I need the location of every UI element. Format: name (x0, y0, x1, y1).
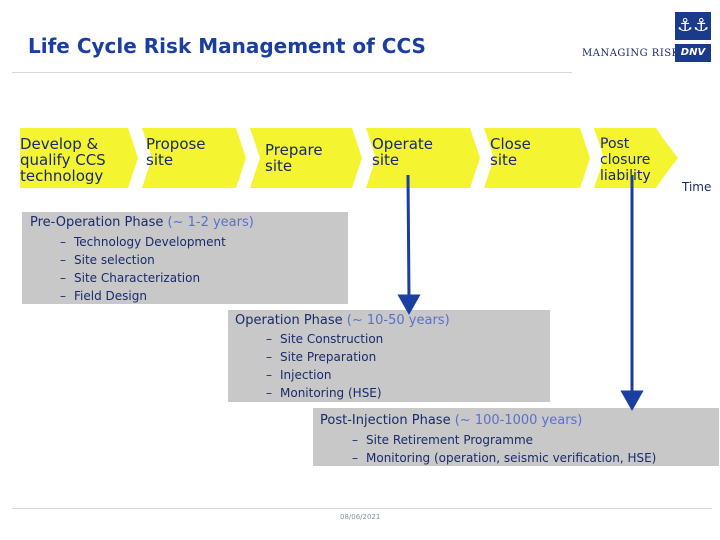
list-item: –Field Design (60, 287, 226, 305)
list-item-text: Monitoring (HSE) (280, 386, 382, 400)
anchor-logo-icon: ⚓⚓ (675, 12, 711, 40)
step-label: Develop & qualify CCS technology (20, 135, 106, 185)
phase-duration: (~ 10-50 years) (346, 313, 450, 328)
time-axis-label: Time (682, 180, 712, 194)
list-item: –Site Retirement Programme (352, 431, 656, 449)
lifecycle-flow-band (20, 128, 677, 188)
list-item-text: Injection (280, 368, 332, 382)
list-item: –Site Construction (266, 330, 383, 348)
post-closure-arrow-head (620, 390, 644, 412)
chevron-separator (352, 128, 376, 188)
pre-operation-items: –Technology Development –Site selection … (60, 233, 226, 305)
list-item-text: Monitoring (operation, seismic verificat… (366, 451, 657, 465)
chevron-separator (470, 128, 494, 188)
flow-chevron-separators (128, 128, 720, 188)
step-label: Propose site (146, 135, 206, 169)
phase-name: Post-Injection Phase (320, 413, 451, 428)
list-item-text: Site selection (74, 253, 155, 267)
list-item: –Injection (266, 366, 383, 384)
pre-operation-phase-box (22, 212, 348, 304)
step-develop-qualify: Develop & qualify CCS technology (20, 136, 106, 184)
pre-operation-phase-title: Pre-Operation Phase (~ 1-2 years) (30, 215, 254, 230)
list-item: –Monitoring (operation, seismic verifica… (352, 449, 656, 467)
post-injection-phase-box (313, 408, 719, 466)
operation-phase-box (228, 310, 550, 402)
list-bullet: – (60, 289, 66, 303)
flow-end-mask (656, 128, 720, 188)
phase-name: Operation Phase (235, 313, 343, 328)
step-operate-site: Operate site (372, 136, 433, 168)
step-post-closure: Post closure liability (600, 136, 651, 184)
chevron-separator (128, 128, 152, 188)
dnv-logo: DNV (675, 44, 711, 62)
footer-date: 08/06/2021 (340, 513, 381, 521)
operation-items: –Site Construction –Site Preparation –In… (266, 330, 383, 402)
list-item-text: Site Characterization (74, 271, 201, 285)
operation-phase-title: Operation Phase (~ 10-50 years) (235, 313, 450, 328)
list-bullet: – (60, 271, 66, 285)
list-item: –Monitoring (HSE) (266, 384, 383, 402)
chevron-separator (236, 128, 260, 188)
logo-tagline: MANAGING RISK (582, 48, 680, 59)
list-item-text: Technology Development (74, 235, 226, 249)
chevron-separator (580, 128, 604, 188)
step-label: Prepare site (265, 141, 323, 175)
list-bullet: – (266, 368, 272, 382)
step-prepare-site: Prepare site (265, 142, 323, 174)
step-propose-site: Propose site (146, 136, 206, 168)
flow-arrowhead (655, 128, 678, 188)
list-bullet: – (60, 235, 66, 249)
list-bullet: – (352, 433, 358, 447)
step-label: Post closure liability (600, 136, 651, 184)
post-injection-items: –Site Retirement Programme –Monitoring (… (352, 431, 656, 467)
list-item-text: Site Retirement Programme (366, 433, 534, 447)
step-label: Close site (490, 135, 531, 169)
post-injection-phase-title: Post-Injection Phase (~ 100-1000 years) (320, 413, 582, 428)
list-item-text: Site Preparation (280, 350, 377, 364)
list-bullet: – (266, 350, 272, 364)
list-item-text: Field Design (74, 289, 147, 303)
list-item: –Technology Development (60, 233, 226, 251)
step-close-site: Close site (490, 136, 531, 168)
list-bullet: – (266, 332, 272, 346)
page-title: Life Cycle Risk Management of CCS (28, 34, 426, 58)
footer-divider (12, 508, 712, 509)
phase-name: Pre-Operation Phase (30, 215, 164, 230)
list-bullet: – (352, 451, 358, 465)
phase-duration: (~ 1-2 years) (167, 215, 254, 230)
list-item-text: Site Construction (280, 332, 384, 346)
list-bullet: – (266, 386, 272, 400)
list-item: –Site selection (60, 251, 226, 269)
step-label: Operate site (372, 135, 434, 169)
list-bullet: – (60, 253, 66, 267)
phase-duration: (~ 100-1000 years) (454, 413, 583, 428)
title-divider (12, 72, 572, 73)
list-item: –Site Characterization (60, 269, 226, 287)
list-item: –Site Preparation (266, 348, 383, 366)
